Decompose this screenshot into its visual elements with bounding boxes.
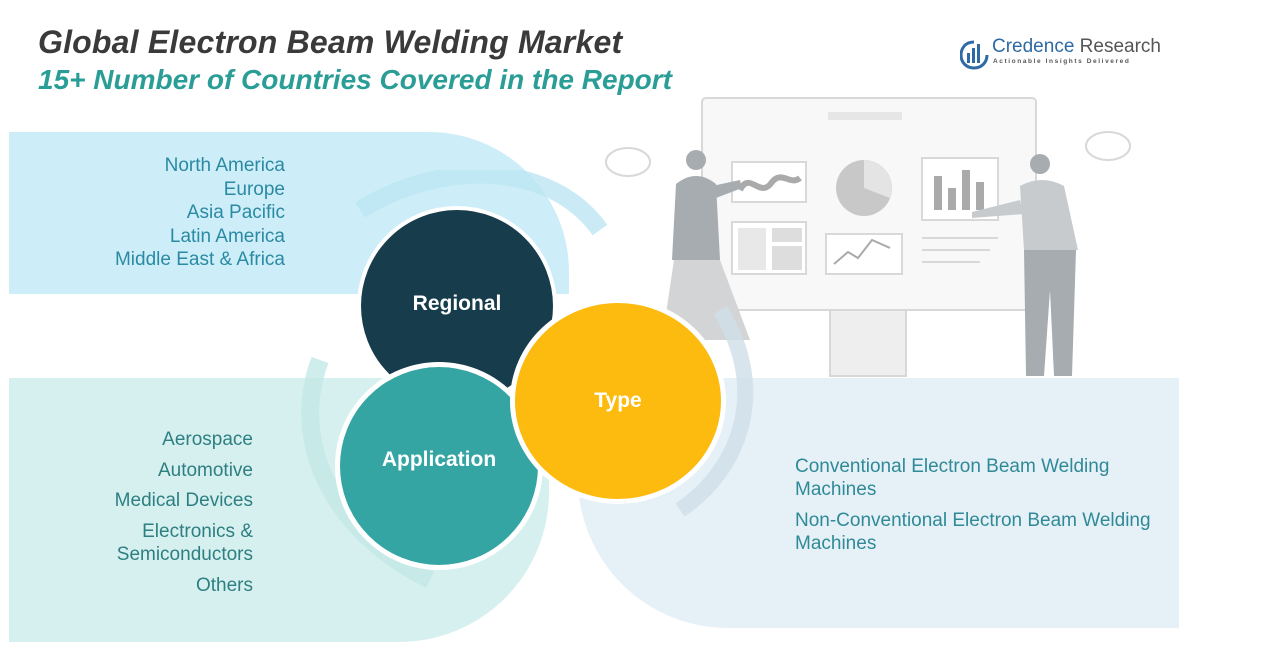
list-item: Europe	[223, 178, 285, 200]
logo-tagline: Actionable Insights Delivered	[993, 58, 1131, 65]
list-item: Automotive	[157, 459, 253, 481]
type-circle: Type	[510, 298, 726, 504]
list-item: Medical Devices	[114, 490, 253, 512]
list-item: Latin America	[169, 225, 285, 247]
application-label: Application	[381, 448, 497, 471]
page-subtitle: 15+ Number of Countries Covered in the R…	[38, 64, 672, 95]
credence-logo-icon	[960, 40, 989, 70]
list-item: Non-Conventional Electron Beam Welding M…	[795, 510, 1151, 554]
type-label: Type	[594, 389, 642, 412]
regional-label: Regional	[412, 292, 502, 315]
page-title: Global Electron Beam Welding Market	[38, 24, 623, 60]
logo-name-research: Research	[1074, 36, 1161, 57]
application-items: Aerospace Automotive Medical Devices Ele…	[40, 428, 253, 604]
list-item: Electronics & Semiconductors	[116, 521, 253, 566]
list-item: Aerospace	[162, 429, 253, 450]
list-item: Middle East & Africa	[114, 249, 285, 270]
list-item: Conventional Electron Beam Welding Machi…	[795, 456, 1110, 500]
logo-name-credence: Credence	[992, 36, 1075, 57]
list-item: Asia Pacific	[186, 202, 285, 223]
list-item: North America	[164, 155, 285, 176]
type-items: Conventional Electron Beam Welding Machi…	[795, 455, 1165, 563]
regional-items: North America Europe Asia Pacific Latin …	[40, 154, 285, 272]
logo-wordmark: Credence Research	[992, 36, 1161, 58]
list-item: Others	[195, 574, 253, 596]
presentation-illustration	[605, 97, 1131, 377]
